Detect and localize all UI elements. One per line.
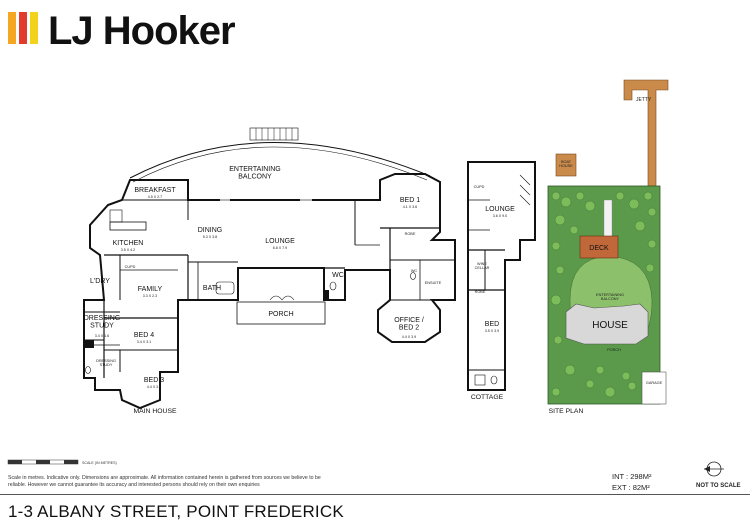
logo-stripe-orange: [8, 12, 16, 44]
not-to-scale-label: NOT TO SCALE: [696, 483, 741, 489]
cottage-dim-lounge: 3.6 X 9.0: [493, 214, 507, 218]
room-label-kitchen: KITCHEN: [113, 240, 144, 247]
cottage-label-cupd: CUPD: [474, 185, 485, 189]
site-label-garage: GARAGE: [646, 381, 663, 385]
scale-bar: [7, 459, 79, 465]
room-dim-office-bed2: 4.4 X 3.9: [402, 335, 416, 339]
room-label-lounge: LOUNGE: [265, 238, 295, 245]
boat-house: [555, 153, 577, 177]
main-house-plan: [83, 127, 456, 410]
site-house-footprint: [565, 303, 649, 345]
room-dim-lounge: 6.8 X 7.9: [273, 246, 287, 250]
room-dim-family: 3.3 X 2.3: [143, 294, 157, 298]
cottage-outer-wall: [467, 161, 536, 391]
site-label-porch: PORCH: [607, 348, 621, 352]
room-label-dining: DINING: [198, 227, 223, 234]
room-label-wc: WC: [332, 272, 344, 279]
site-garage: [641, 371, 667, 405]
room-label-porch: PORCH: [268, 311, 293, 318]
room-dim-bed4: 3.4 X 3.1: [137, 340, 151, 344]
brand-name: LJ Hooker: [48, 9, 235, 53]
room-dim-dressing-study: 3.4 X 1.6: [95, 334, 109, 338]
room-dim-bed1: 4.1 X 3.6: [403, 205, 417, 209]
room-label-bed4: BED 4: [134, 332, 154, 339]
scale-label: SCALE (IN METRES): [82, 461, 117, 465]
room-label-cupd: CUPD: [125, 265, 136, 269]
room-dim-dining: 5.3 X 3.8: [203, 235, 217, 239]
site-label-house: HOUSE: [592, 320, 628, 331]
room-dim-breakfast: 4.5 X 2.7: [148, 195, 162, 199]
room-label-bed3: BED 3: [144, 377, 164, 384]
jetty: [623, 79, 669, 187]
site-label-jetty: JETTY: [636, 97, 652, 103]
cottage-label-bed: BED: [485, 321, 499, 328]
cottage-label-robe: ROBE: [475, 290, 486, 294]
balcony-arc: [129, 142, 431, 179]
room-label-ldry: L'DRY: [90, 278, 110, 285]
brand-logo: LJ Hooker: [8, 9, 236, 53]
bath-tub: [215, 281, 235, 295]
room-label-breakfast: BREAKFAST: [134, 187, 176, 194]
porch-outline: [236, 301, 326, 325]
external-area: EXT : 82M²: [612, 483, 650, 492]
room-label-family: FAMILY: [138, 286, 163, 293]
room-label-robe: ROBE: [405, 232, 416, 236]
area-summary: INT : 298M² EXT : 82M²: [612, 471, 651, 493]
room-label-wc-small: WC: [411, 269, 418, 273]
room-dim-kitchen: 3.5 X 4.2: [121, 248, 135, 252]
cottage-plan: [467, 161, 536, 391]
logo-stripe-red: [19, 12, 27, 44]
section-label-main-house: MAIN HOUSE: [133, 408, 177, 415]
property-address: 1-3 ALBANY STREET, POINT FREDERICK: [8, 502, 344, 521]
section-label-site-plan: SITE PLAN: [549, 408, 584, 415]
logo-stripe-yellow: [30, 12, 38, 44]
footer-divider: [0, 494, 750, 495]
main-house-outer-wall: [83, 173, 456, 410]
kitchen-bench: [109, 221, 147, 231]
site-label-deck: DECK: [589, 245, 609, 252]
room-label-bath: BATH: [203, 285, 221, 292]
room-label-office-bed2: OFFICE /BED 2: [394, 317, 424, 332]
room-label-bed1: BED 1: [400, 197, 420, 204]
room-label-ensuite: ENSUITE: [425, 281, 442, 285]
cottage-label-lounge: LOUNGE: [485, 206, 515, 213]
north-arrow-icon: [704, 461, 724, 477]
disclaimer-text: Scale in metres. Indicative only. Dimens…: [8, 475, 321, 488]
site-deck: [579, 235, 619, 259]
section-label-cottage: COTTAGE: [471, 394, 504, 401]
cottage-dim-bed: 3.5 X 3.9: [485, 329, 499, 333]
internal-area: INT : 298M²: [612, 472, 652, 481]
room-dim-bed3: 4.4 X 3.0: [147, 385, 161, 389]
